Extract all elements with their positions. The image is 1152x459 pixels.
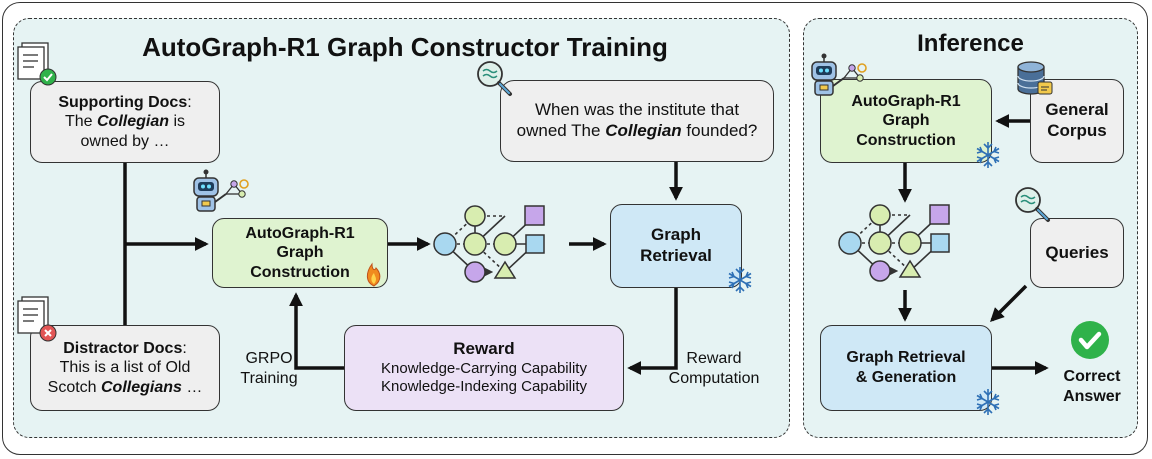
- inference-title: Inference: [917, 30, 1024, 57]
- supporting-docs-box: Supporting Docs: The Collegian is owned …: [30, 81, 220, 163]
- query-box: When was the institute that owned The Co…: [500, 80, 774, 162]
- reward-computation-label: Reward Computation: [662, 349, 766, 388]
- retgen-l2: & Generation: [855, 369, 957, 386]
- distractor-docs-emph: Collegians: [101, 378, 182, 396]
- reward-line-2: Knowledge-Indexing Capability: [381, 378, 587, 396]
- answer-l2: Answer: [1063, 387, 1121, 405]
- distractor-docs-text-2: Scotch: [47, 378, 101, 396]
- training-retrieval-box: Graph Retrieval: [610, 204, 742, 288]
- correct-answer-label: Correct Answer: [1052, 367, 1132, 406]
- supporting-docs-colon: :: [187, 93, 192, 111]
- supporting-docs-text-2: is: [169, 113, 186, 131]
- inference-construction-l1: AutoGraph-R1: [851, 92, 961, 110]
- reward-comp-l1: Reward: [686, 350, 742, 367]
- training-construction-box: AutoGraph-R1 Graph Construction: [212, 218, 388, 288]
- query-emph: Collegian: [605, 121, 682, 140]
- answer-l1: Correct: [1063, 368, 1121, 385]
- supporting-docs-emph: Collegian: [97, 113, 170, 131]
- distractor-docs-heading: Distractor Docs: [63, 339, 183, 357]
- inference-construction-l3: Construction: [856, 131, 956, 149]
- queries-l1: Queries: [1045, 242, 1109, 262]
- reward-line-1: Knowledge-Carrying Capability: [381, 360, 587, 378]
- distractor-docs-text-3: …: [181, 378, 203, 396]
- corpus-l2: Corpus: [1047, 121, 1107, 140]
- training-construction-l3: Construction: [250, 263, 350, 281]
- inference-construction-box: AutoGraph-R1 Graph Construction: [820, 79, 992, 163]
- grpo-l1: GRPO: [245, 350, 293, 367]
- distractor-docs-box: Distractor Docs: This is a list of Old S…: [30, 325, 220, 411]
- query-text-1: When was the institute that: [534, 100, 740, 120]
- training-retrieval-l2: Retrieval: [640, 246, 712, 265]
- grpo-training-label: GRPO Training: [237, 349, 301, 388]
- training-construction-l1: AutoGraph-R1: [245, 224, 355, 242]
- distractor-docs-colon: :: [182, 339, 187, 357]
- general-corpus-box: General Corpus: [1030, 79, 1124, 163]
- training-retrieval-l1: Graph: [650, 225, 702, 245]
- corpus-l1: General: [1045, 100, 1109, 120]
- retgen-l1: Graph Retrieval: [846, 349, 966, 367]
- supporting-docs-text: The: [64, 113, 97, 131]
- training-title: AutoGraph-R1 Graph Constructor Training: [142, 32, 668, 62]
- grpo-l2: Training: [240, 369, 298, 387]
- query-text-2: owned The: [516, 121, 606, 140]
- reward-comp-l2: Computation: [668, 369, 760, 387]
- supporting-docs-text-3: owned by …: [80, 132, 170, 150]
- inference-construction-l2: Graph: [882, 112, 930, 130]
- training-construction-l2: Graph: [276, 244, 324, 262]
- distractor-docs-text: This is a list of Old: [59, 359, 191, 377]
- queries-box: Queries: [1030, 218, 1124, 288]
- reward-box: Reward Knowledge-Carrying Capability Kno…: [344, 325, 624, 411]
- supporting-docs-heading: Supporting Docs: [58, 93, 188, 111]
- retrieval-generation-box: Graph Retrieval & Generation: [820, 325, 992, 411]
- query-text-3: founded?: [681, 121, 758, 140]
- reward-heading: Reward: [453, 339, 515, 359]
